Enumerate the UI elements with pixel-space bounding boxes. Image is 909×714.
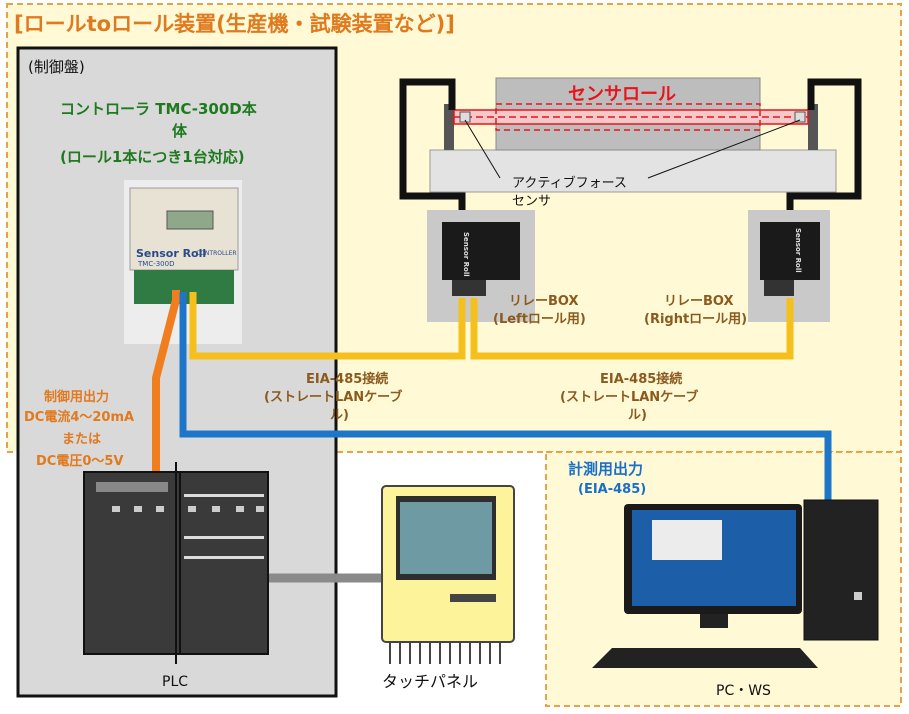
orange-control-cable xyxy=(152,290,180,472)
controller-brand: Sensor Roll xyxy=(136,247,207,260)
sensor-roll-label: センサロール xyxy=(568,84,676,105)
cable-right-label-line1: EIA-485接続 xyxy=(600,372,683,387)
measure-output-line2: (EIA-485) xyxy=(578,482,647,497)
cable-left-label-line3: ル) xyxy=(330,408,349,423)
cable-right-label-line2: (ストレートLANケーブ xyxy=(560,390,699,405)
controller-name-line3: (ロール1本につき1台対応) xyxy=(60,148,245,166)
plc-label: PLC xyxy=(162,674,189,690)
control-output-line2: DC電流4～20mA xyxy=(24,410,135,425)
active-force-sensor-label-line1: アクティブフォース xyxy=(512,176,627,191)
pc-workstation xyxy=(592,499,879,668)
relay-box-left xyxy=(427,210,535,322)
cable-left-label-line2: (ストレートLANケーブ xyxy=(264,390,403,405)
diagram-title: [ロールtoロール装置(生産機・試験装置など)] xyxy=(14,12,455,36)
cable-left-label-line1: EIA-485接続 xyxy=(306,372,389,387)
cable-right-label-line3: ル) xyxy=(628,408,647,423)
control-output-line4: DC電圧0～5V xyxy=(36,454,124,469)
relay-right-label-line1: リレーBOX xyxy=(664,294,734,309)
plc-device xyxy=(83,462,269,664)
relay-left-label-line1: リレーBOX xyxy=(509,294,579,309)
pc-label: PC・WS xyxy=(716,683,771,699)
relay-right-label-line2: (Rightロール用) xyxy=(644,312,748,327)
control-panel-label: (制御盤) xyxy=(28,58,85,76)
touch-panel-device xyxy=(381,485,515,664)
controller-subtitle: CONTROLLER xyxy=(196,250,237,257)
relay-left-device-label: Sensor Roll xyxy=(462,232,470,277)
blue-measure-cable xyxy=(179,292,832,512)
controller-model: TMC-300D xyxy=(138,260,175,268)
relay-box-right xyxy=(748,210,830,322)
yellow-cable-right xyxy=(470,298,794,360)
touch-panel-label: タッチパネル xyxy=(382,672,479,691)
controller-name-line1: コントローラ TMC-300D本 xyxy=(60,100,257,118)
control-output-line3: または xyxy=(62,432,102,447)
relay-right-device-label: Sensor Roll xyxy=(794,228,802,273)
yellow-cable-left xyxy=(189,292,466,360)
controller-name-line2: 体 xyxy=(172,122,188,140)
roll-machine xyxy=(429,77,837,193)
measure-output-line1: 計測用出力 xyxy=(568,460,644,478)
active-force-sensor-label-line2: センサ xyxy=(512,194,552,209)
control-output-line1: 制御用出力 xyxy=(44,390,110,405)
relay-left-label-line2: (Leftロール用) xyxy=(493,312,586,327)
